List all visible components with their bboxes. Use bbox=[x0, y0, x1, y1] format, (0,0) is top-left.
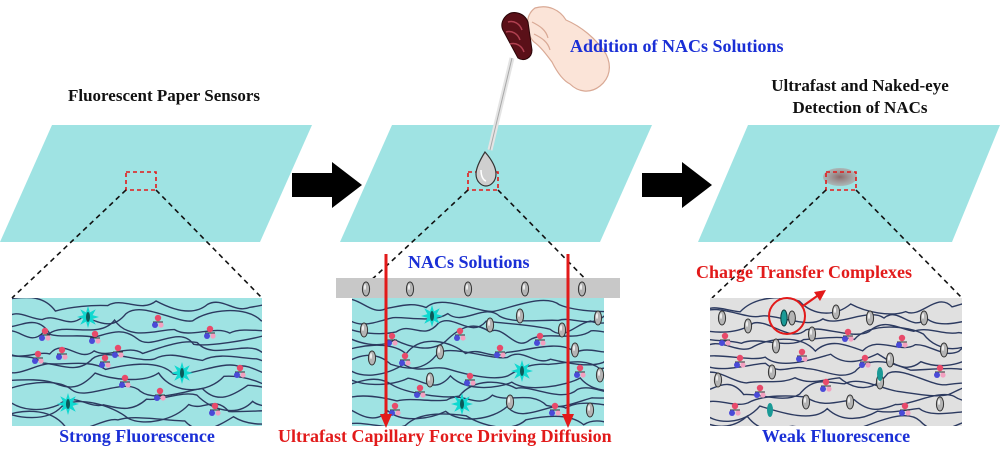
zoom-line-1a bbox=[11, 189, 127, 299]
zoom-box-1 bbox=[125, 171, 157, 191]
process-arrow-1 bbox=[292, 162, 362, 208]
label-addition-of-nacs: Addition of NACs Solutions bbox=[570, 36, 784, 56]
label-capillary-diffusion: Ultrafast Capillary Force Driving Diffus… bbox=[278, 426, 612, 446]
label-ultrafast-detection-line1: Ultrafast and Naked-eye bbox=[771, 76, 949, 95]
paper-sheet-2 bbox=[340, 125, 652, 242]
nac-molecules-3 bbox=[713, 304, 949, 417]
nac-molecules-2 bbox=[359, 281, 605, 418]
detection-stain bbox=[823, 168, 857, 186]
diffusion-arrows bbox=[380, 254, 574, 428]
charge-transfer-highlight bbox=[768, 290, 826, 335]
label-weak-fluorescence: Weak Fluorescence bbox=[761, 426, 911, 446]
zoom-line-1b bbox=[155, 189, 263, 299]
zoom-line-3a bbox=[711, 189, 827, 299]
label-ultrafast-detection-line2: Detection of NACs bbox=[792, 98, 928, 117]
solution-band bbox=[336, 278, 620, 298]
fiber-network-3 bbox=[710, 298, 962, 426]
label-charge-transfer-complexes: Charge Transfer Complexes bbox=[696, 262, 912, 282]
paper-sheet-1 bbox=[0, 125, 312, 242]
fluorophores-1 bbox=[32, 306, 246, 416]
zoom-line-3b bbox=[855, 189, 963, 299]
label-strong-fluorescence: Strong Fluorescence bbox=[59, 426, 215, 446]
zoom-box-3 bbox=[825, 171, 857, 191]
label-nacs-solutions: NACs Solutions bbox=[408, 252, 530, 272]
fluorophores-3 bbox=[719, 328, 946, 416]
fluorophores-2 bbox=[386, 305, 586, 416]
hand-with-dropper bbox=[487, 6, 610, 151]
label-fluorescent-paper-sensors: Fluorescent Paper Sensors bbox=[67, 86, 261, 105]
solution-droplet bbox=[475, 150, 497, 187]
process-arrow-2 bbox=[642, 162, 712, 208]
